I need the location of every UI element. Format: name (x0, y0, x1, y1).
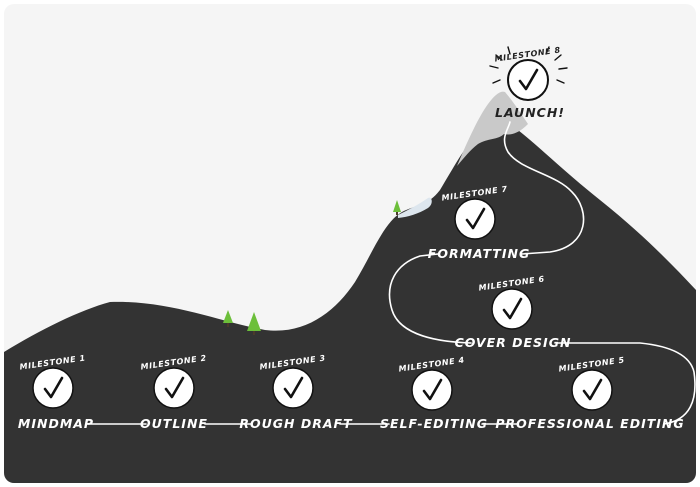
checkmark-icon (422, 378, 443, 401)
milestone-step-title: COVER DESIGN (455, 335, 572, 350)
snow-cap (457, 91, 528, 166)
tree-large (247, 312, 261, 335)
tree-small (223, 310, 233, 327)
milestone-badge (411, 369, 453, 411)
ridge-snow-patch (398, 197, 432, 218)
milestone-badge (454, 198, 496, 240)
checkmark-icon (283, 376, 304, 399)
milestone-badge (491, 288, 533, 330)
milestone-badge (272, 367, 314, 409)
milestone-badge (153, 367, 195, 409)
milestone-badge (32, 367, 74, 409)
milestone-step-title: LAUNCH! (495, 105, 565, 120)
sun-rays (489, 46, 568, 84)
checkmark-icon (518, 68, 539, 91)
milestone-step-title: OUTLINE (140, 416, 208, 431)
checkmark-icon (164, 376, 185, 399)
checkmark-icon (465, 207, 486, 230)
milestone-step-title: PROFESSIONAL EDITING (495, 416, 684, 431)
milestone-step-title: MINDMAP (18, 416, 94, 431)
milestone-step-title: SELF-EDITING (380, 416, 488, 431)
milestone-badge (507, 59, 549, 101)
milestone-badge (571, 369, 613, 411)
milestone-step-title: ROUGH DRAFT (239, 416, 353, 431)
milestone-step-title: FORMATTING (428, 246, 530, 261)
tree-ridge (393, 200, 401, 215)
checkmark-icon (502, 297, 523, 320)
checkmark-icon (43, 376, 64, 399)
checkmark-icon (582, 378, 603, 401)
trail-path (87, 121, 696, 425)
